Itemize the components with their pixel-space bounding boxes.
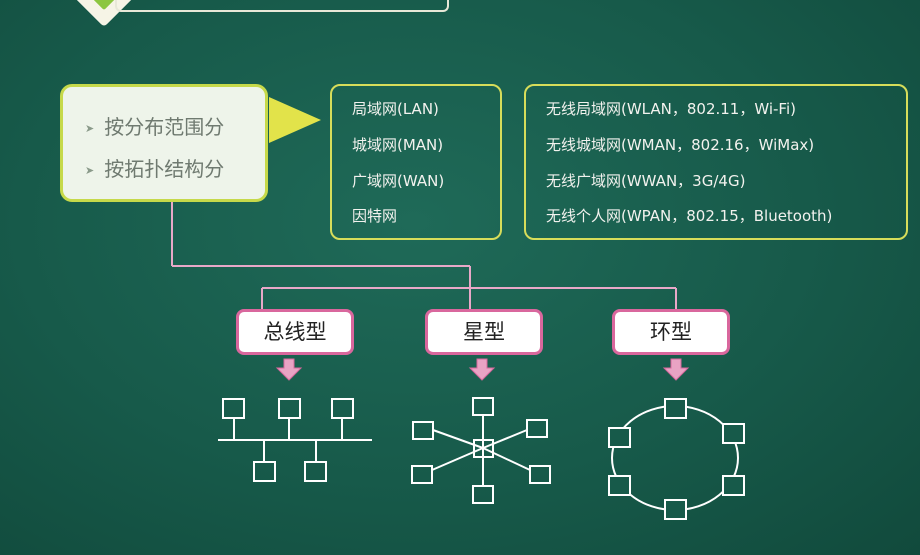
star-topology-label: 星型 xyxy=(425,309,543,355)
star-topology-icon xyxy=(411,397,551,504)
network-item: 城域网(MAN) xyxy=(352,136,444,154)
title-bar xyxy=(115,0,449,12)
bullet-icon: ➤ xyxy=(85,164,95,177)
down-arrow-icon xyxy=(468,358,496,381)
category-label: 按拓扑结构分 xyxy=(104,157,225,181)
down-arrows xyxy=(275,358,690,381)
bus-topology-label: 总线型 xyxy=(236,309,354,355)
right-arrow-icon xyxy=(269,97,321,143)
category-by-topology: ➤ 按拓扑结构分 xyxy=(85,153,224,182)
network-item: 局域网(LAN) xyxy=(352,100,439,118)
network-item: 广域网(WAN) xyxy=(352,172,445,190)
classification-box: ➤ 按分布范围分 ➤ 按拓扑结构分 xyxy=(60,84,268,202)
network-item: 无线局域网(WLAN，802.11，Wi-Fi) xyxy=(546,100,796,118)
network-item: 无线城域网(WMAN，802.16，WiMax) xyxy=(546,136,815,154)
ring-topology-label: 环型 xyxy=(612,309,730,355)
ring-topology-icon xyxy=(608,398,745,520)
network-item: 无线广域网(WWAN，3G/4G) xyxy=(546,172,746,190)
category-label: 按分布范围分 xyxy=(104,115,225,139)
category-by-range: ➤ 按分布范围分 xyxy=(85,111,224,140)
bullet-icon: ➤ xyxy=(85,122,95,135)
network-item: 无线个人网(WPAN，802.15，Bluetooth) xyxy=(546,207,833,225)
bus-topology-icon xyxy=(218,398,372,482)
wireless-networks-box: 无线局域网(WLAN，802.11，Wi-Fi) 无线城域网(WMAN，802.… xyxy=(524,84,908,240)
down-arrow-icon xyxy=(275,358,303,381)
wired-networks-box: 局域网(LAN) 城域网(MAN) 广域网(WAN) 因特网 xyxy=(330,84,502,240)
network-item: 因特网 xyxy=(352,207,398,225)
down-arrow-icon xyxy=(662,358,690,381)
connector-lines xyxy=(171,202,677,309)
